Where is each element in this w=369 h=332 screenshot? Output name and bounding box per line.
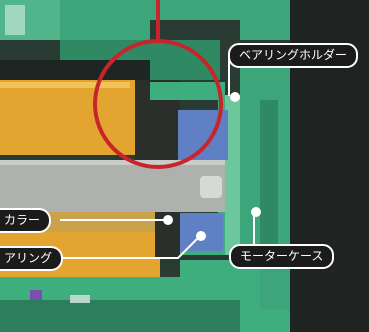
lower-housing-shadow xyxy=(0,300,240,332)
housing-highlight xyxy=(5,5,25,35)
motor-case-groove xyxy=(260,100,278,250)
label-bearing-holder: ベアリングホルダー xyxy=(228,43,359,68)
leader-bearing xyxy=(60,237,199,259)
dot-bearing-holder xyxy=(230,92,240,102)
highlight-circle xyxy=(93,39,223,169)
dot-collar xyxy=(163,215,173,225)
label-collar: カラー xyxy=(0,208,52,233)
yellow-rotor-upper xyxy=(0,80,135,155)
label-motor-case: モーターケース xyxy=(229,244,335,269)
yellow-rotor-edge xyxy=(0,82,130,88)
shaft-highlight xyxy=(0,160,225,165)
bearing-holder-rim xyxy=(225,95,240,255)
label-bearing: アリング xyxy=(0,246,64,271)
upper-housing xyxy=(0,0,290,40)
dot-motor-case xyxy=(251,207,261,217)
shaft xyxy=(0,160,225,212)
lower-highlight xyxy=(70,295,90,303)
shaft-end xyxy=(200,176,222,198)
purple-detail xyxy=(30,290,42,300)
dot-bearing xyxy=(196,231,206,241)
dark-band-top xyxy=(0,60,150,80)
